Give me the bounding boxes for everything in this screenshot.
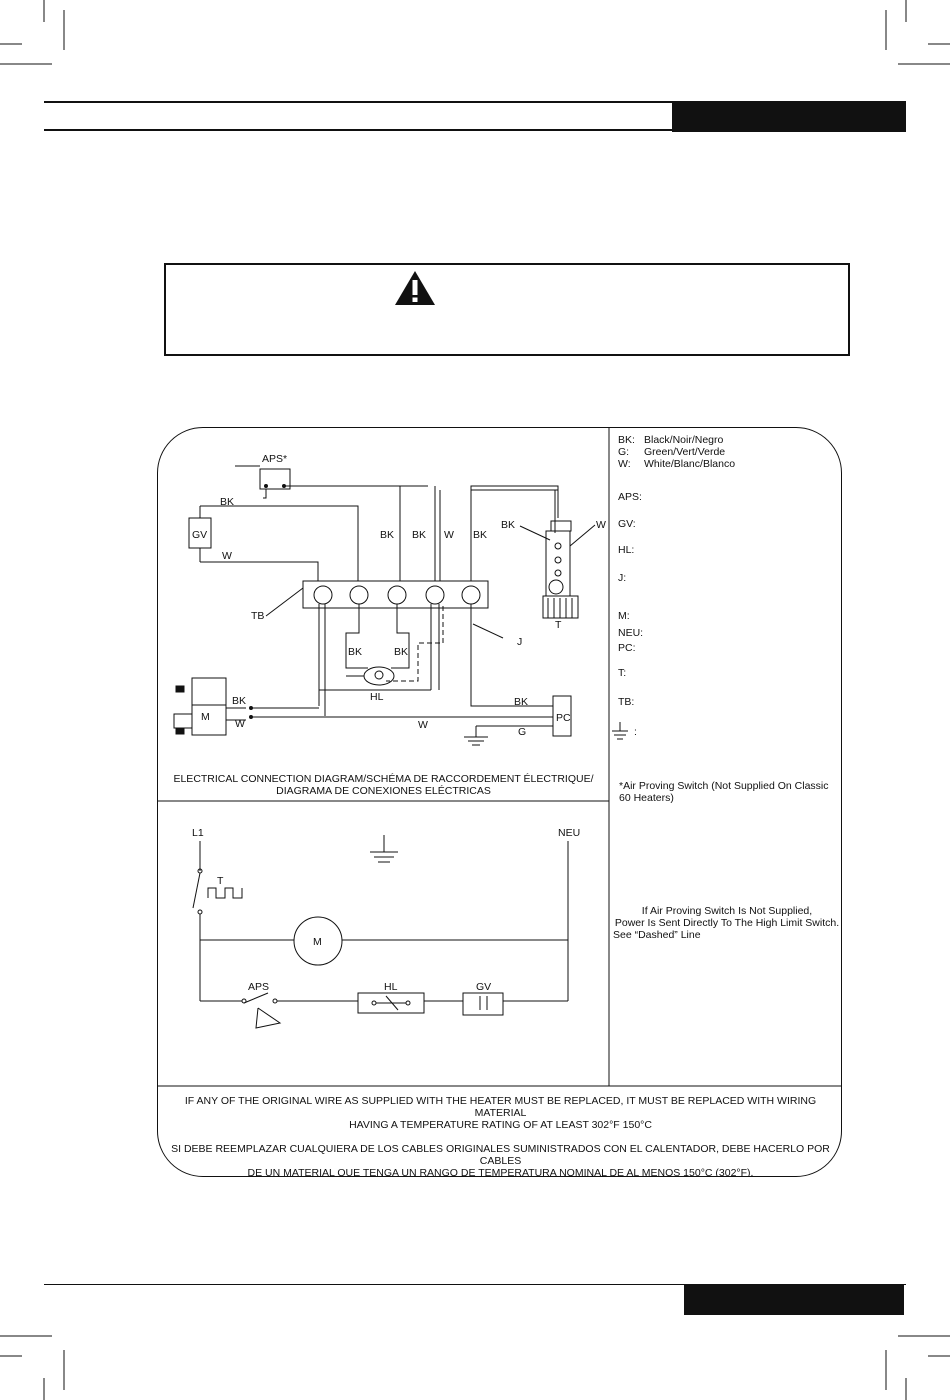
label-bk-1: BK: [380, 529, 394, 541]
label-w-m: W: [235, 718, 245, 730]
legend-ground: :: [634, 726, 637, 738]
dashed-note-line-1: If Air Proving Switch Is Not Supplied,: [641, 905, 813, 917]
footer-en-line-1: IF ANY OF THE ORIGINAL WIRE AS SUPPLIED …: [184, 1095, 817, 1119]
label-bk-m: BK: [232, 695, 246, 707]
footer-en-line-2: HAVING A TEMPERATURE RATING OF AT LEAST …: [349, 1119, 652, 1131]
legend-j: J:: [618, 572, 627, 584]
label-t-schematic: T: [217, 875, 224, 887]
label-bk-3: BK: [473, 529, 487, 541]
legend-t: T:: [618, 667, 627, 679]
legend-aps: APS:: [618, 491, 642, 503]
legend-bk-code: BK:: [618, 434, 635, 446]
header-black-tab: [672, 101, 906, 132]
legend-g-code: G:: [618, 446, 630, 458]
label-w-pc: W: [418, 719, 428, 731]
footer-en: IF ANY OF THE ORIGINAL WIRE AS SUPPLIED …: [158, 1095, 841, 1131]
footer-black-tab: [684, 1284, 904, 1315]
dashed-note-line-3: See “Dashed” Line: [613, 929, 701, 941]
legend-bk-desc: Black/Noir/Negro: [644, 434, 724, 446]
legend-gv: GV:: [618, 518, 636, 530]
aps-note: *Air Proving Switch (Not Supplied On Cla…: [619, 780, 829, 804]
header-rule-top: [44, 101, 906, 103]
label-g: G: [518, 726, 526, 738]
footer-rule: [44, 1284, 906, 1285]
label-bk-t: BK: [501, 519, 515, 531]
dashed-note-line-2: Power Is Sent Directly To The High Limit…: [614, 917, 840, 929]
label-bk-hl1: BK: [348, 646, 362, 658]
warning-triangle-icon: [395, 271, 435, 305]
header-rule-bottom: [44, 129, 674, 131]
wiring-diagram-frame: APS* BK GV W BK BK W BK BK W T TB J BK B…: [157, 427, 842, 1177]
dashed-note: If Air Proving Switch Is Not Supplied, P…: [613, 905, 841, 941]
label-w-t: W: [596, 519, 606, 531]
label-m: M: [201, 711, 210, 723]
legend-tb: TB:: [618, 696, 635, 708]
label-bk-pc: BK: [514, 696, 528, 708]
wiring-diagram-svg: APS* BK GV W BK BK W BK BK W T TB J BK B…: [158, 428, 841, 1087]
label-gv-schematic: GV: [476, 981, 491, 993]
legend-w-desc: White/Blanc/Blanco: [644, 458, 736, 470]
legend-neu: NEU:: [618, 627, 644, 639]
footer-es: SI DEBE REEMPLAZAR CUALQUIERA DE LOS CAB…: [158, 1143, 841, 1177]
label-hl: HL: [370, 691, 384, 703]
label-j: J: [517, 636, 522, 648]
label-bk-gv: BK: [220, 496, 234, 508]
warning-box: [164, 263, 850, 356]
caption-line-1: ELECTRICAL CONNECTION DIAGRAM/SCHÉMA DE …: [173, 773, 594, 785]
legend-g-desc: Green/Vert/Verde: [644, 446, 726, 458]
label-tb: TB: [251, 610, 264, 622]
label-m-schematic: M: [313, 936, 322, 948]
label-w-gv: W: [222, 550, 232, 562]
label-l1: L1: [192, 827, 204, 839]
label-neu: NEU: [558, 827, 580, 839]
legend-w-code: W:: [618, 458, 631, 470]
legend-pc: PC:: [618, 642, 636, 654]
label-t: T: [555, 619, 562, 631]
label-hl-schematic: HL: [384, 981, 398, 993]
legend-m: M:: [618, 610, 630, 622]
label-gv: GV: [192, 529, 207, 541]
footer-es-line-2: DE UN MATERIAL QUE TENGA UN RANGO DE TEM…: [247, 1167, 754, 1177]
label-bk-2: BK: [412, 529, 426, 541]
label-aps: APS*: [262, 453, 287, 465]
legend-hl: HL:: [618, 544, 635, 556]
caption-line-2: DIAGRAMA DE CONEXIONES ELÉCTRICAS: [276, 785, 491, 797]
label-bk-hl2: BK: [394, 646, 408, 658]
label-aps-schematic: APS: [248, 981, 269, 993]
footer-es-line-1: SI DEBE REEMPLAZAR CUALQUIERA DE LOS CAB…: [171, 1143, 830, 1167]
connection-diagram-caption: ELECTRICAL CONNECTION DIAGRAM/SCHÉMA DE …: [158, 773, 609, 797]
label-w-1: W: [444, 529, 454, 541]
label-pc: PC: [556, 712, 571, 724]
